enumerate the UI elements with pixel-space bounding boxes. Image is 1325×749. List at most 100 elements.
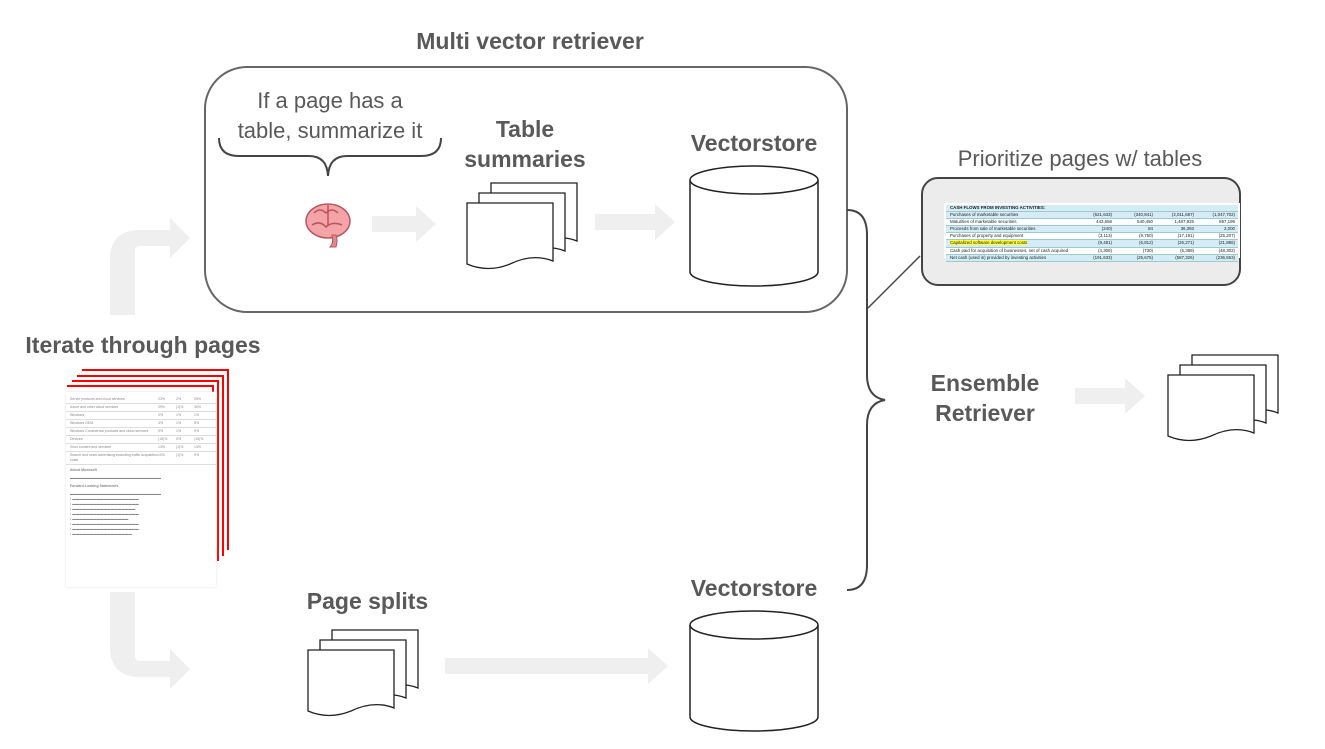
row-value: 1,487,925 (1174, 219, 1194, 225)
row-label: Purchases of marketable securities (950, 212, 1019, 218)
row-value: (25,675) (1136, 254, 1153, 260)
instruction-line-1: If a page has a (257, 88, 403, 113)
table-row: Proceeds from sale of marketable securit… (946, 226, 1238, 234)
doc-cell: 10% (158, 453, 166, 457)
multi-vector-title: Multi vector retriever (416, 28, 644, 54)
doc-row: Search and news advertising excluding tr… (66, 452, 216, 465)
doc-cell: 25% (194, 397, 202, 401)
doc-row: Devices(15)%0%(15)% (66, 436, 216, 444)
brain-icon (305, 203, 351, 248)
iterate-title: Iterate through pages (25, 332, 261, 358)
table-header: CASH FLOWS FROM INVESTING ACTIVITIES: (950, 205, 1046, 210)
ensemble-brace (846, 209, 886, 591)
vectorstore-cylinder-bottom (689, 610, 819, 732)
row-value: (236,553) (1216, 254, 1235, 260)
arrow-splits-to-vectorstore (445, 648, 668, 684)
ensemble-label-1: Ensemble (930, 370, 1040, 396)
row-value: (6,812) (1139, 240, 1153, 246)
doc-cell: 1% (176, 421, 182, 425)
doc-cell: 1% (194, 413, 200, 417)
ensemble-label-2: Retriever (935, 400, 1035, 426)
row-value: (4,308) (1098, 247, 1112, 253)
vectorstore-label-top: Vectorstore (690, 130, 818, 156)
doc-cell: (1)% (176, 405, 184, 409)
doc-cell: 1% (176, 429, 182, 433)
doc-heading: Forward-Looking Statements (70, 484, 119, 488)
summaries-label-1: Table (495, 116, 555, 142)
instruction-line-2: table, summarize it (237, 118, 423, 143)
arrow-brain-to-summaries (372, 206, 436, 242)
doc-cell: Azure and other cloud services (70, 405, 119, 409)
doc-cell: 9% (194, 429, 200, 433)
doc-cell: Server products and cloud services (70, 397, 125, 401)
row-value: (2,011,687) (1171, 212, 1194, 218)
page-splits-title: Page splits (306, 588, 429, 614)
summaries-label-2: summaries (464, 146, 586, 172)
doc-cell: Windows Commercial products and cloud se… (70, 429, 149, 433)
retrieved-docs-icon (1167, 354, 1279, 442)
row-value: (9,750) (1139, 233, 1153, 239)
flow-arrows (110, 204, 1145, 689)
multi-vector-box (204, 66, 848, 313)
doc-cell: 23% (158, 397, 166, 401)
row-label: Capitalized software development costs (950, 240, 1028, 246)
arrow-ensemble-to-output (1075, 378, 1145, 414)
doc-cell: 1% (176, 413, 182, 417)
doc-cell: (1)% (176, 453, 184, 457)
prioritize-connector (867, 255, 921, 309)
arrow-iterate-down (110, 592, 190, 689)
table-summaries-icon (466, 182, 578, 270)
table-row: Net cash (used in) provided by investing… (946, 254, 1238, 262)
prioritize-title: Prioritize pages w/ tables (957, 146, 1203, 171)
table-row: Purchases of property and equipment(3,11… (946, 233, 1238, 241)
row-value: 84 (1148, 226, 1153, 232)
row-value: (3,113) (1098, 233, 1112, 239)
row-value: (240) (1101, 226, 1112, 232)
doc-cell: Devices (70, 437, 83, 441)
row-value: 36,393 (1180, 226, 1194, 232)
table-row: Purchases of marketable securities(621,6… (946, 212, 1238, 220)
row-label: Cash paid for acquisition of businesses,… (950, 247, 1069, 253)
table-row: Capitalized software development costs (9… (946, 240, 1238, 248)
row-value: (730) (1142, 247, 1153, 253)
doc-cell: 13% (158, 445, 166, 449)
arrow-iterate-up (110, 218, 190, 315)
doc-cell: Search and news advertising excluding tr… (70, 453, 158, 462)
doc-cell: 0% (158, 413, 164, 417)
row-value: (191,633) (1093, 254, 1112, 260)
row-value: (587,326) (1175, 254, 1194, 260)
doc-cell: Xbox content and services (70, 445, 112, 449)
doc-cell: 0% (176, 437, 182, 441)
table-row: Cash paid for acquisition of businesses,… (946, 248, 1238, 255)
row-value: 2,000 (1224, 226, 1235, 232)
vectorstore-cylinder-top (689, 165, 819, 287)
row-value: (17,191) (1177, 233, 1194, 239)
doc-cell: 9% (194, 453, 200, 457)
doc-heading: About Microsoft (70, 468, 97, 472)
doc-cell: 29% (158, 405, 166, 409)
doc-cell: 4% (158, 421, 164, 425)
row-value: 540,450 (1137, 219, 1153, 225)
doc-cell: 9% (158, 429, 164, 433)
cash-flow-table: CASH FLOWS FROM INVESTING ACTIVITIES: Pu… (946, 205, 1238, 262)
row-value: (21,886) (1218, 240, 1235, 246)
summarize-brace (218, 137, 442, 177)
arrow-summaries-to-vectorstore (595, 204, 675, 240)
doc-cell: Windows (70, 413, 85, 417)
row-value: 443,658 (1096, 219, 1112, 225)
row-value: (6,389) (1180, 247, 1194, 253)
row-value: 857,195 (1219, 219, 1235, 225)
row-value: (1,047,702) (1212, 212, 1235, 218)
row-value: (26,271) (1177, 240, 1194, 246)
vectorstore-label-bottom: Vectorstore (690, 575, 818, 601)
row-value: (9,481) (1098, 240, 1112, 246)
page-splits-icon (307, 629, 419, 717)
row-value: (48,302) (1218, 247, 1235, 253)
